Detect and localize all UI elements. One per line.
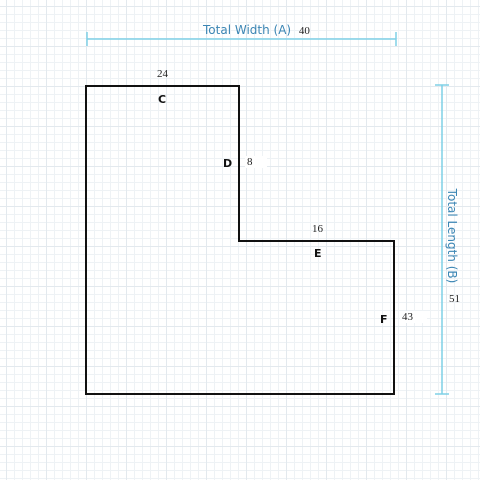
length-label: Total Length (B) [445,188,459,284]
side-d-letter: D [223,157,233,170]
side-e-value: 16 [312,223,323,235]
length-value: 51 [449,293,460,305]
side-f-value: 43 [400,311,427,323]
width-label: Total Width (A) [203,23,292,37]
side-e-letter: E [314,247,322,260]
side-d-value: 8 [245,156,267,168]
side-f-letter: F [380,313,388,326]
l-shape-outline [85,85,395,395]
side-c-value: 24 [157,68,168,80]
side-c-letter: C [158,93,167,106]
width-value: 40 [298,25,310,37]
